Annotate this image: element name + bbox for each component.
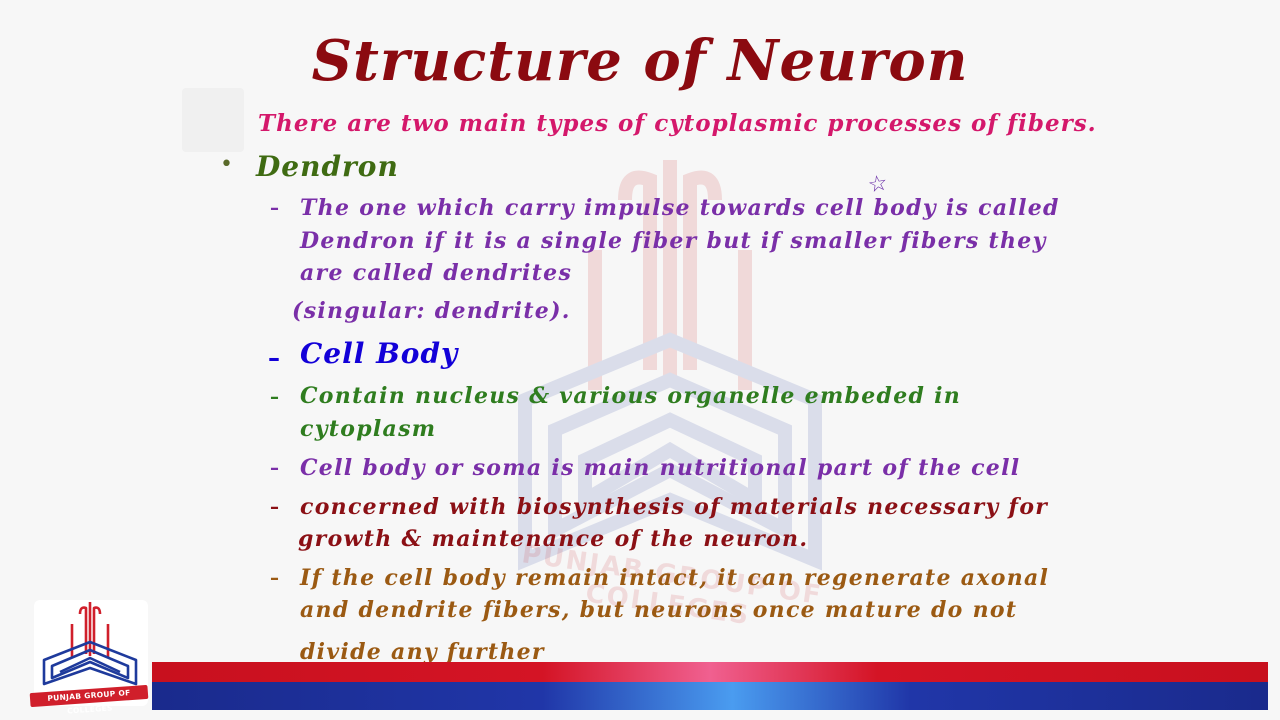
dendron-desc-line-3: are called dendrites bbox=[300, 260, 573, 286]
dendron-desc-line-4: (singular: dendrite). bbox=[292, 298, 571, 324]
slide-title: Structure of Neuron bbox=[311, 28, 969, 94]
cell-body-heading: Cell Body bbox=[300, 337, 459, 370]
cell-body-point-4-line-1: If the cell body remain intact, it can r… bbox=[300, 565, 1050, 591]
footer-band-blue bbox=[152, 682, 1268, 710]
intro-text: There are two main types of cytoplasmic … bbox=[258, 110, 1097, 137]
cell-body-point-2-line-1: Cell body or soma is main nutritional pa… bbox=[300, 455, 1021, 481]
star-annotation-icon: ☆ bbox=[865, 170, 890, 199]
cell-body-point-1-line-1: Contain nucleus & various organelle embe… bbox=[300, 383, 962, 409]
dash-marker: – bbox=[270, 387, 279, 408]
dash-marker: – bbox=[270, 458, 279, 479]
cell-body-point-3-line-1: concerned with biosynthesis of materials… bbox=[300, 494, 1049, 520]
dash-marker: – bbox=[268, 344, 280, 372]
bullet-dot: • bbox=[220, 152, 233, 177]
dendron-desc-line-1: The one which carry impulse towards cell… bbox=[300, 195, 1060, 221]
cell-body-point-4-line-3: divide any further bbox=[300, 639, 545, 665]
dash-marker: – bbox=[270, 568, 279, 589]
footer-band-red bbox=[152, 662, 1268, 682]
dendron-desc-line-2: Dendron if it is a single fiber but if s… bbox=[300, 228, 1047, 254]
cell-body-point-1-line-2: cytoplasm bbox=[300, 416, 437, 442]
faint-placeholder bbox=[182, 88, 244, 152]
dash-marker: – bbox=[270, 198, 279, 219]
college-logo-icon bbox=[42, 602, 138, 686]
cell-body-point-3-line-2: growth & maintenance of the neuron. bbox=[298, 526, 809, 552]
dash-marker: – bbox=[270, 497, 279, 518]
cell-body-point-4-line-2: and dendrite fibers, but neurons once ma… bbox=[300, 597, 1018, 623]
college-logo-watermark bbox=[518, 160, 822, 571]
dendron-heading: Dendron bbox=[256, 150, 399, 183]
